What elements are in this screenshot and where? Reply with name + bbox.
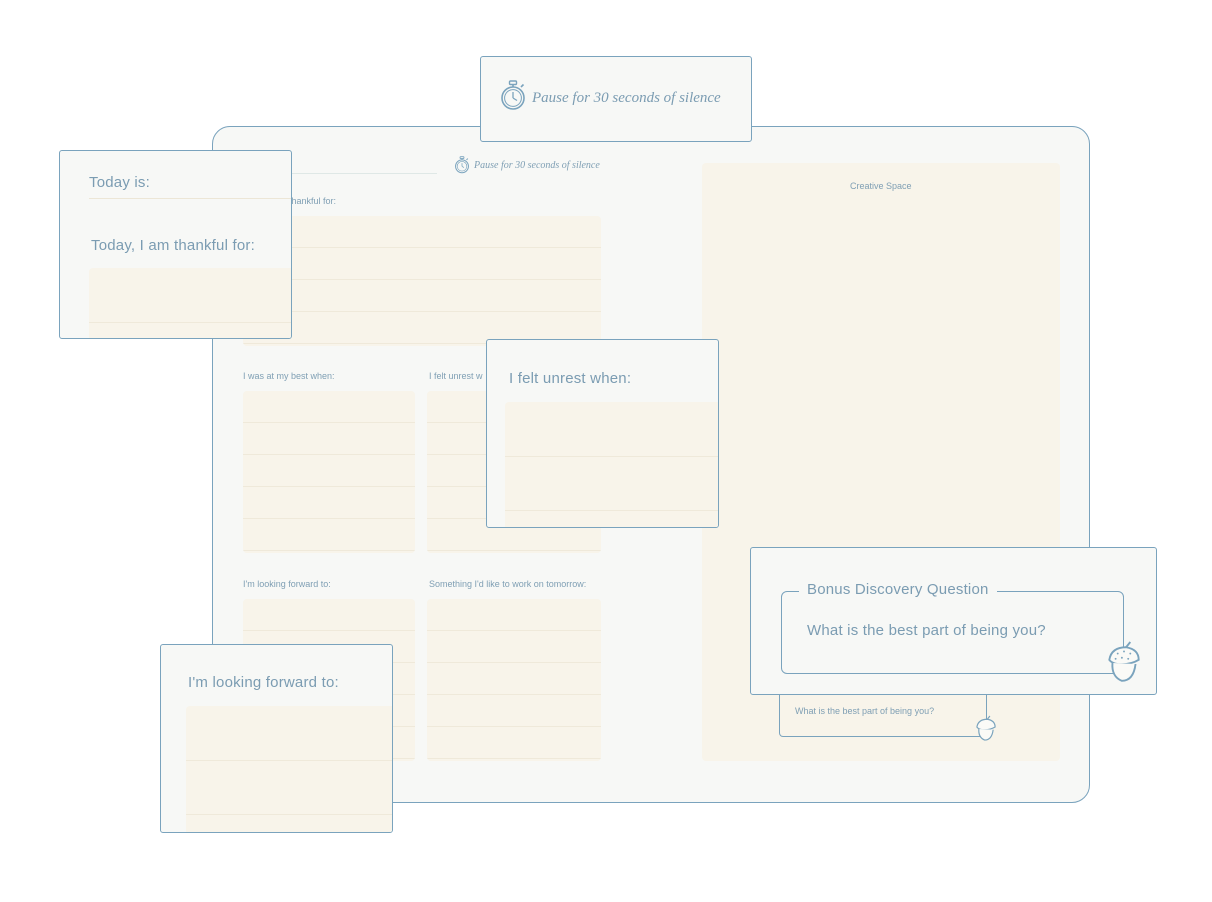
unrest-label: I felt unrest when: [509, 370, 632, 387]
best-label-small: I was at my best when: [243, 371, 335, 381]
bonus-question-small: What is the best part of being you? [795, 706, 935, 716]
date-underline [273, 173, 437, 174]
tomorrow-writing-area[interactable] [427, 599, 601, 761]
today-card: Today is: Today, I am thankful for: [59, 150, 292, 339]
unrest-label-small: I felt unrest w [429, 371, 483, 381]
forward-label-small: I'm looking forward to: [243, 579, 331, 589]
stopwatch-icon [501, 80, 525, 110]
bonus-box-small [779, 687, 987, 737]
pause-text: Pause for 30 seconds of silence [532, 90, 721, 106]
thankful-writing-area[interactable] [243, 216, 601, 346]
today-is-label: Today is: [89, 174, 150, 191]
bonus-question: What is the best part of being you? [807, 622, 1046, 639]
thankful-input-area[interactable] [89, 268, 291, 338]
unrest-input-area[interactable] [505, 402, 718, 527]
forward-card: I'm looking forward to: [160, 644, 393, 833]
pause-text-small: Pause for 30 seconds of silence [474, 159, 600, 171]
pause-card: Pause for 30 seconds of silence [480, 56, 752, 142]
acorn-icon [1108, 641, 1140, 682]
forward-input-area[interactable] [186, 706, 392, 832]
creative-space-label: Creative Space [850, 181, 912, 191]
unrest-card: I felt unrest when: [486, 339, 719, 528]
forward-label: I'm looking forward to: [188, 674, 339, 691]
acorn-icon [976, 715, 996, 741]
stopwatch-icon [455, 156, 469, 174]
tomorrow-label-small: Something I'd like to work on tomorrow: [429, 579, 587, 589]
date-underline-large[interactable] [89, 198, 291, 199]
bonus-title: Bonus Discovery Question [799, 581, 997, 598]
best-writing-area[interactable] [243, 391, 415, 553]
thankful-label: Today, I am thankful for: [91, 237, 255, 254]
bonus-card: Bonus Discovery Question What is the bes… [750, 547, 1157, 695]
thankful-label-small: thankful for: [289, 196, 337, 206]
pause-header-small: Pause for 30 seconds of silence [453, 155, 600, 175]
